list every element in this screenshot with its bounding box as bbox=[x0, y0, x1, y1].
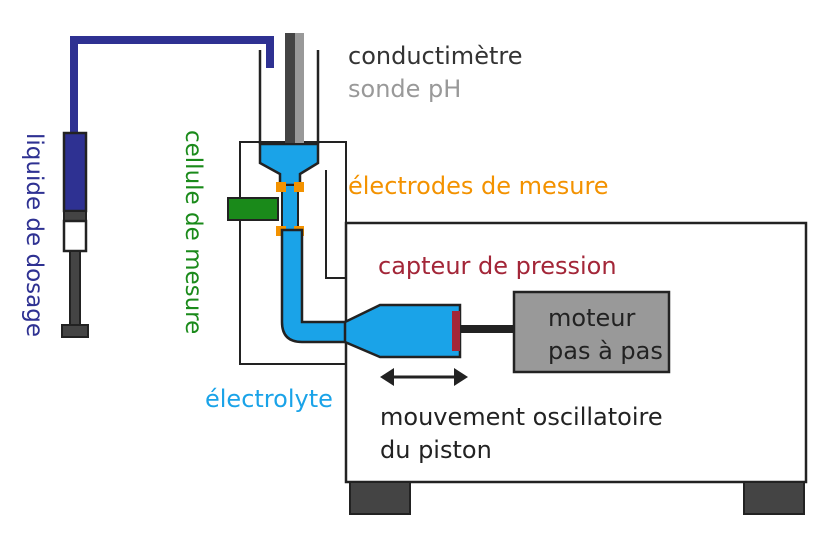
label-sonde-ph: sonde pH bbox=[348, 75, 461, 103]
piston-cylinder bbox=[343, 303, 462, 359]
label-moteur-2: pas à pas bbox=[548, 337, 663, 365]
conductimeter-probe bbox=[285, 33, 295, 143]
label-electrolyte: électrolyte bbox=[205, 385, 333, 413]
label-moteur-1: moteur bbox=[548, 304, 635, 332]
ph-probe bbox=[295, 33, 304, 143]
green-cell bbox=[227, 197, 279, 221]
stepper-motor bbox=[512, 290, 671, 374]
vessel-walls bbox=[258, 50, 320, 144]
label-cellule: cellule de mesure bbox=[180, 130, 206, 334]
electrolyte-tube bbox=[280, 228, 362, 344]
electrolyte-vessel bbox=[258, 142, 320, 187]
dosing-syringe bbox=[61, 131, 89, 338]
label-mouvement-1: mouvement oscillatoire bbox=[380, 403, 663, 431]
machine-foot-right bbox=[743, 481, 805, 515]
electrode-top-left bbox=[276, 182, 286, 192]
piston-rod bbox=[460, 325, 516, 333]
oscillation-arrow bbox=[380, 368, 468, 386]
label-liquide: liquide de dosage bbox=[21, 133, 47, 337]
electrode-top-right bbox=[294, 182, 304, 192]
machine-foot-left bbox=[349, 481, 411, 515]
label-electrodes: électrodes de mesure bbox=[348, 172, 609, 200]
label-capteur: capteur de pression bbox=[378, 252, 617, 280]
cell-connector bbox=[325, 170, 346, 279]
dosing-tube bbox=[70, 36, 274, 137]
label-mouvement-2: du piston bbox=[380, 436, 492, 464]
pressure-sensor bbox=[452, 311, 460, 351]
label-conductimetre: conductimètre bbox=[348, 42, 522, 70]
